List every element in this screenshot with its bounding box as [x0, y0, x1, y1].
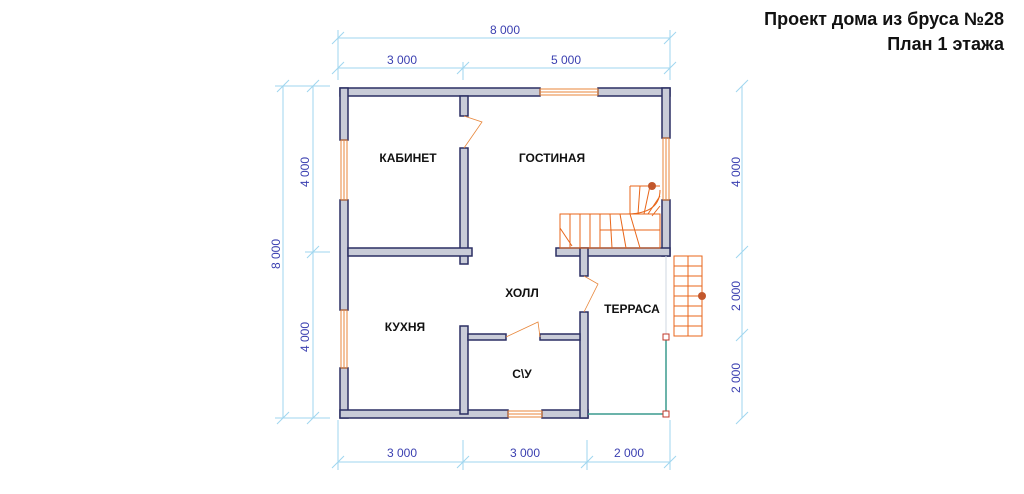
- dim-top-right: 5 000: [551, 53, 581, 67]
- wall-int-v2-top: [579, 247, 589, 277]
- dim-right-mid: 2 000: [729, 281, 743, 311]
- wall-int-v1-bottom: [459, 325, 469, 415]
- room-label-bathroom: С\У: [512, 367, 532, 381]
- door-bathroom: [505, 321, 541, 338]
- wall-int-h-living: [555, 247, 671, 257]
- wall-int-h-bath-left: [467, 333, 507, 341]
- wall-top-left: [339, 87, 541, 97]
- dim-left-lower: 4 000: [298, 322, 312, 352]
- dimension-lines: [275, 30, 749, 470]
- dim-left-total: 8 000: [269, 239, 283, 269]
- walls: [339, 87, 671, 419]
- porch-marker: [698, 292, 706, 300]
- dim-left-upper: 4 000: [298, 157, 312, 187]
- dim-right-lower: 2 000: [729, 363, 743, 393]
- dim-right-upper: 4 000: [729, 157, 743, 187]
- terrace-post-1: [662, 333, 670, 341]
- dimension-labels: 8 000 3 000 5 000 3 000 3 000 2 000 8 00…: [269, 23, 743, 460]
- dim-top-total: 8 000: [490, 23, 520, 37]
- dim-bottom-3: 2 000: [614, 446, 644, 460]
- wall-bottom-left: [339, 409, 509, 419]
- room-labels: КАБИНЕТ ГОСТИНАЯ ХОЛЛ КУХНЯ ТЕРРАСА С\У: [379, 151, 660, 381]
- project-title: Проект дома из бруса №28: [764, 9, 1004, 29]
- dim-top-left: 3 000: [387, 53, 417, 67]
- door-study-living: [463, 115, 483, 149]
- dim-bottom-2: 3 000: [510, 446, 540, 460]
- staircase: [559, 182, 661, 249]
- wall-int-v2-bottom: [579, 311, 589, 419]
- room-label-living: ГОСТИНАЯ: [519, 151, 585, 165]
- wall-int-v1-mid: [459, 147, 469, 265]
- floor-title: План 1 этажа: [887, 34, 1004, 54]
- dim-bottom-1: 3 000: [387, 446, 417, 460]
- door-terrace: [583, 275, 599, 313]
- windows: [340, 88, 670, 418]
- stair-winder: [625, 189, 661, 215]
- wall-int-v1-top: [459, 95, 469, 117]
- stair-marker: [648, 182, 656, 190]
- wall-left-mid: [339, 199, 349, 311]
- porch-steps: [673, 255, 706, 337]
- terrace-post-2: [662, 410, 670, 418]
- room-label-kitchen: КУХНЯ: [385, 320, 425, 334]
- terrace-railing: [588, 256, 667, 415]
- wall-top-right: [597, 87, 671, 97]
- wall-int-h-study: [347, 247, 473, 257]
- wall-left-top: [339, 87, 349, 141]
- terrace-posts: [662, 333, 670, 418]
- room-label-hall: ХОЛЛ: [505, 286, 539, 300]
- room-label-study: КАБИНЕТ: [379, 151, 437, 165]
- doors: [463, 115, 599, 338]
- room-label-terrace: ТЕРРАСА: [604, 302, 660, 316]
- wall-right-top: [661, 87, 671, 139]
- wall-int-h-bath-right: [539, 333, 581, 341]
